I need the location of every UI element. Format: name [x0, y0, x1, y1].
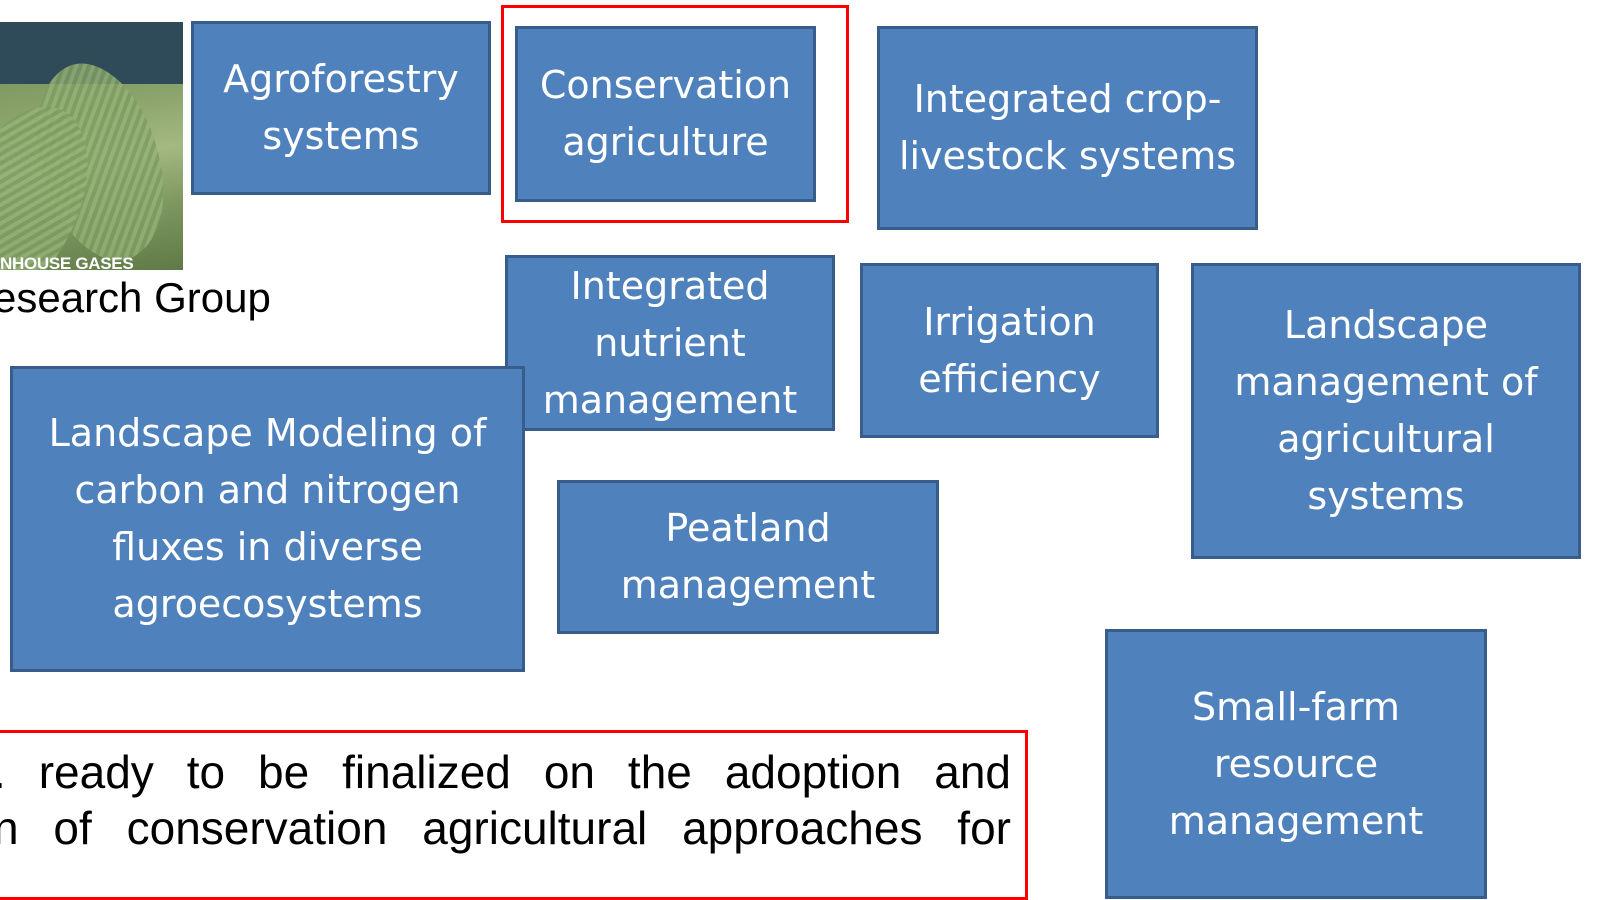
note-line-1: . ready to be finalized on the adoption …	[0, 746, 1011, 798]
topic-landscape-management[interactable]: Landscape management of agricultural sys…	[1191, 263, 1581, 559]
topic-agroforestry-systems[interactable]: Agroforestry systems	[191, 21, 491, 195]
topic-conservation-agriculture[interactable]: Conservation agriculture	[515, 26, 816, 202]
selection-highlight	[501, 5, 849, 223]
note-line-2: n of conservation agricultural approache…	[0, 802, 1011, 854]
topic-irrigation-efficiency[interactable]: Irrigation efficiency	[860, 263, 1159, 438]
summary-note-box: . ready to be finalized on the adoption …	[0, 730, 1028, 900]
topic-peatland-management[interactable]: Peatland management	[557, 480, 939, 634]
topic-landscape-modeling[interactable]: Landscape Modeling of carbon and nitroge…	[10, 366, 525, 672]
logo-caption: NHOUSE GASES	[0, 254, 134, 270]
topic-small-farm-resource-management[interactable]: Small-farm resource management	[1105, 629, 1487, 899]
group-logo-image: NHOUSE GASES	[0, 22, 183, 270]
research-group-label: esearch Group	[0, 274, 271, 321]
topic-integrated-nutrient-management[interactable]: Integrated nutrient management	[505, 255, 835, 431]
topic-integrated-crop-livestock[interactable]: Integrated crop- livestock systems	[877, 26, 1258, 230]
